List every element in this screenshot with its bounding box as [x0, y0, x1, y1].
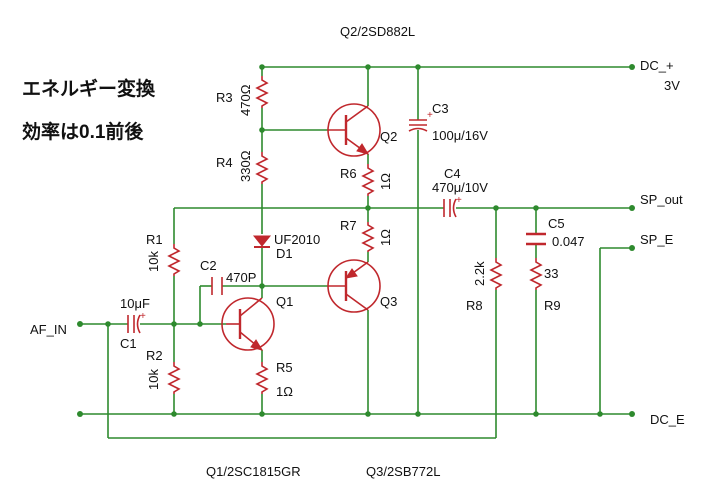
dc-plus-label: DC_+ [640, 58, 674, 73]
sp-e-label: SP_E [640, 232, 674, 247]
title-line-2: 効率は0.1前後 [22, 120, 144, 143]
r7-name: R7 [340, 218, 357, 233]
resistor-r1 [167, 244, 181, 276]
diode-d1 [252, 235, 272, 248]
q3-part-label: Q3/2SB772L [366, 464, 440, 479]
resistor-r7 [361, 222, 375, 252]
q2-part-label: Q2/2SD882L [340, 24, 415, 39]
q2-label: Q2 [380, 129, 397, 144]
title-block: エネルギー変換 効率は0.1前後 [22, 77, 156, 143]
c3-name: C3 [432, 101, 449, 116]
d1-part: UF2010 [274, 232, 320, 247]
af-in-label: AF_IN [30, 322, 67, 337]
resistor-r9 [529, 258, 543, 290]
resistor-r6 [361, 164, 375, 196]
r1-name: R1 [146, 232, 163, 247]
capacitor-c2 [211, 277, 223, 295]
svg-text:+: + [456, 195, 462, 206]
r8-value: 2.2k [472, 261, 487, 286]
c4-name: C4 [444, 166, 461, 181]
r4-value: 330Ω [238, 150, 253, 182]
r6-value: 1Ω [378, 173, 393, 190]
d1-name: D1 [276, 246, 293, 261]
r5-name: R5 [276, 360, 293, 375]
resistor-r3 [255, 76, 269, 108]
r8-name: R8 [466, 298, 483, 313]
resistor-r5 [255, 362, 269, 394]
capacitor-c3: + [408, 110, 433, 132]
sp-out-label: SP_out [640, 192, 683, 207]
c1-value: 10μF [120, 296, 150, 311]
c3-value: 100μ/16V [432, 128, 488, 143]
q1-part-label: Q1/2SC1815GR [206, 464, 301, 479]
q1-label: Q1 [276, 294, 293, 309]
transistor-q2 [327, 103, 381, 157]
capacitor-c4: + [443, 195, 462, 218]
c2-name: C2 [200, 258, 217, 273]
transistor-q1 [221, 297, 275, 351]
r9-name: R9 [544, 298, 561, 313]
r5-value: 1Ω [276, 384, 293, 399]
resistor-r8 [489, 258, 503, 290]
dc-plus-voltage: 3V [664, 78, 680, 93]
c5-name: C5 [548, 216, 565, 231]
r2-value: 10k [146, 369, 161, 390]
wires [80, 66, 632, 439]
svg-text:+: + [427, 110, 433, 121]
r7-value: 1Ω [378, 229, 393, 246]
resistor-r4 [255, 152, 269, 184]
c2-value: 470P [226, 270, 256, 285]
transistor-q3 [327, 259, 381, 313]
r4-name: R4 [216, 155, 233, 170]
svg-text:+: + [140, 311, 146, 322]
capacitor-c1: + [127, 311, 146, 334]
junction-dots [77, 64, 635, 417]
capacitor-c5 [526, 232, 546, 246]
c5-value: 0.047 [552, 234, 585, 249]
c1-name: C1 [120, 336, 137, 351]
r1-value: 10k [146, 251, 161, 272]
resistor-r2 [167, 362, 181, 394]
r9-value: 33 [544, 266, 558, 281]
r2-name: R2 [146, 348, 163, 363]
q3-label: Q3 [380, 294, 397, 309]
c4-value: 470μ/10V [432, 180, 488, 195]
r3-name: R3 [216, 90, 233, 105]
r3-value: 470Ω [238, 84, 253, 116]
dc-e-label: DC_E [650, 412, 685, 427]
r6-name: R6 [340, 166, 357, 181]
title-line-1: エネルギー変換 [22, 77, 156, 100]
